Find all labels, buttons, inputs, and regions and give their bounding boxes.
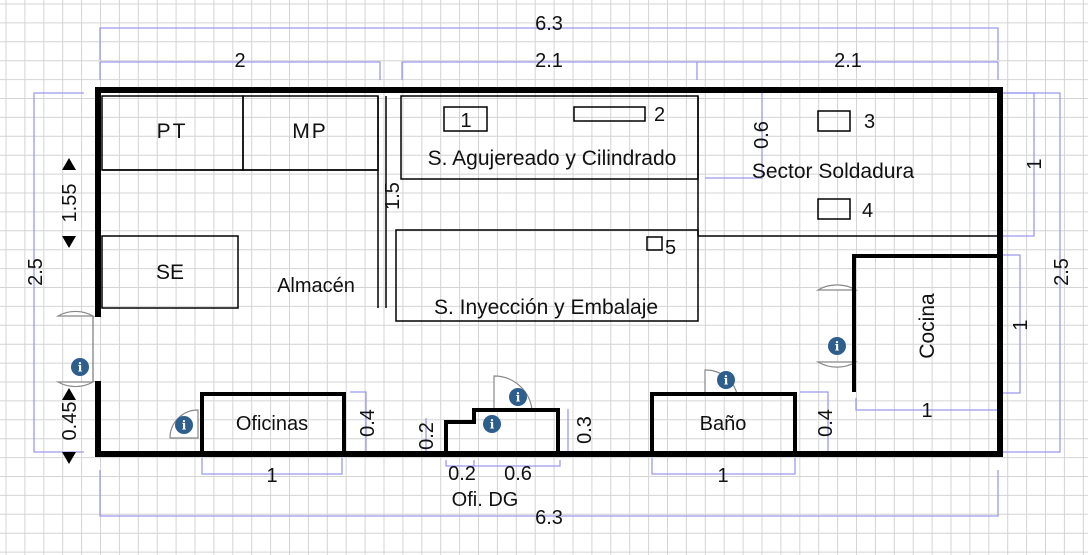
machine-4 — [817, 198, 851, 220]
dim-dg-w1: 0.2 — [448, 463, 476, 485]
inyeccion-room-outline — [395, 229, 699, 322]
machine-labels: 1 2 3 4 5 — [460, 104, 875, 259]
machine-5 — [646, 236, 663, 251]
dim-bano-h: 0.4 — [815, 409, 837, 437]
machine-2 — [573, 106, 646, 122]
info-icons: i i i i i i — [71, 337, 846, 434]
label-soldadura: Sector Soldadura — [752, 160, 915, 183]
label-machine-2: 2 — [654, 104, 665, 126]
label-machine-5: 5 — [665, 237, 676, 259]
label-oficinas: Oficinas — [236, 413, 308, 435]
info-icon[interactable]: i — [71, 358, 89, 376]
info-icon[interactable]: i — [175, 416, 193, 434]
info-icon[interactable]: i — [828, 337, 846, 355]
svg-text:i: i — [490, 418, 495, 432]
dim-total-bottom: 6.3 — [535, 507, 563, 529]
svg-text:i: i — [78, 361, 83, 375]
se-room-outline — [101, 235, 239, 309]
oficinas-wall — [200, 392, 346, 452]
label-machine-4: 4 — [862, 200, 873, 222]
dim-top-mid: 2.1 — [535, 50, 563, 72]
cocina-wall — [852, 254, 998, 392]
label-ofi-dg: Ofi. DG — [452, 489, 519, 511]
info-icon[interactable]: i — [509, 388, 527, 406]
dim-dg-right-h: 0.3 — [574, 416, 596, 444]
dim-right-upper: 1 — [1024, 158, 1046, 169]
info-icon[interactable]: i — [717, 371, 735, 389]
dim-bano-w: 1 — [717, 465, 728, 487]
dimension-labels: 6.3 2 2.1 2.1 2.5 1.55 0.45 2.5 1 1 1 1.… — [25, 13, 1073, 529]
svg-text:i: i — [724, 374, 729, 388]
dim-left-total: 2.5 — [25, 258, 47, 286]
dim-right-total: 2.5 — [1051, 258, 1073, 286]
arrow-down-icon — [62, 236, 76, 248]
walls — [95, 87, 1003, 457]
arrow-up-icon — [62, 388, 76, 400]
svg-text:i: i — [835, 340, 840, 354]
dim-soldadura-gap: 0.6 — [751, 121, 773, 149]
label-cocina: Cocina — [916, 293, 939, 359]
arrow-down-icon — [62, 452, 76, 464]
label-inyeccion: S. Inyección y Embalaje — [434, 296, 658, 319]
dim-dg-w2: 0.6 — [504, 463, 532, 485]
label-mp: MP — [292, 120, 328, 143]
interior-partitions — [101, 95, 998, 322]
dim-oficinas-w: 1 — [266, 465, 277, 487]
label-agujereado: S. Agujereado y Cilindrado — [428, 147, 677, 170]
dim-right-cocina: 1 — [1010, 319, 1032, 330]
ofi-dg-wall — [444, 408, 560, 452]
dim-oficinas-h: 0.4 — [357, 409, 379, 437]
bano-wall — [650, 392, 797, 452]
label-bano: Baño — [700, 413, 747, 435]
svg-text:i: i — [516, 391, 521, 405]
room-labels: PT MP SE Almacén S. Agujereado y Cilindr… — [156, 120, 939, 511]
dimension-lines — [33, 27, 1061, 517]
dim-top-right: 2.1 — [834, 50, 862, 72]
dim-left-lower: 0.45 — [59, 402, 81, 441]
dim-left-upper: 1.55 — [59, 184, 81, 223]
dim-partition-height: 1.5 — [382, 182, 404, 210]
label-se: SE — [156, 261, 184, 284]
machines — [443, 106, 851, 251]
dim-cocina-width: 1 — [921, 400, 932, 422]
exterior-wall — [95, 87, 1003, 457]
dim-dg-left-h: 0.2 — [416, 422, 438, 450]
machine-1 — [443, 106, 488, 132]
info-icon[interactable]: i — [483, 415, 501, 433]
label-machine-3: 3 — [864, 111, 875, 133]
label-almacen: Almacén — [277, 275, 355, 297]
arrows — [62, 158, 76, 464]
dim-top-left: 2 — [234, 50, 245, 72]
svg-text:i: i — [182, 419, 187, 433]
arrow-up-icon — [62, 158, 76, 170]
dim-total-top: 6.3 — [535, 13, 563, 35]
label-machine-1: 1 — [460, 110, 471, 132]
label-pt: PT — [157, 120, 188, 143]
machine-3 — [817, 110, 851, 132]
